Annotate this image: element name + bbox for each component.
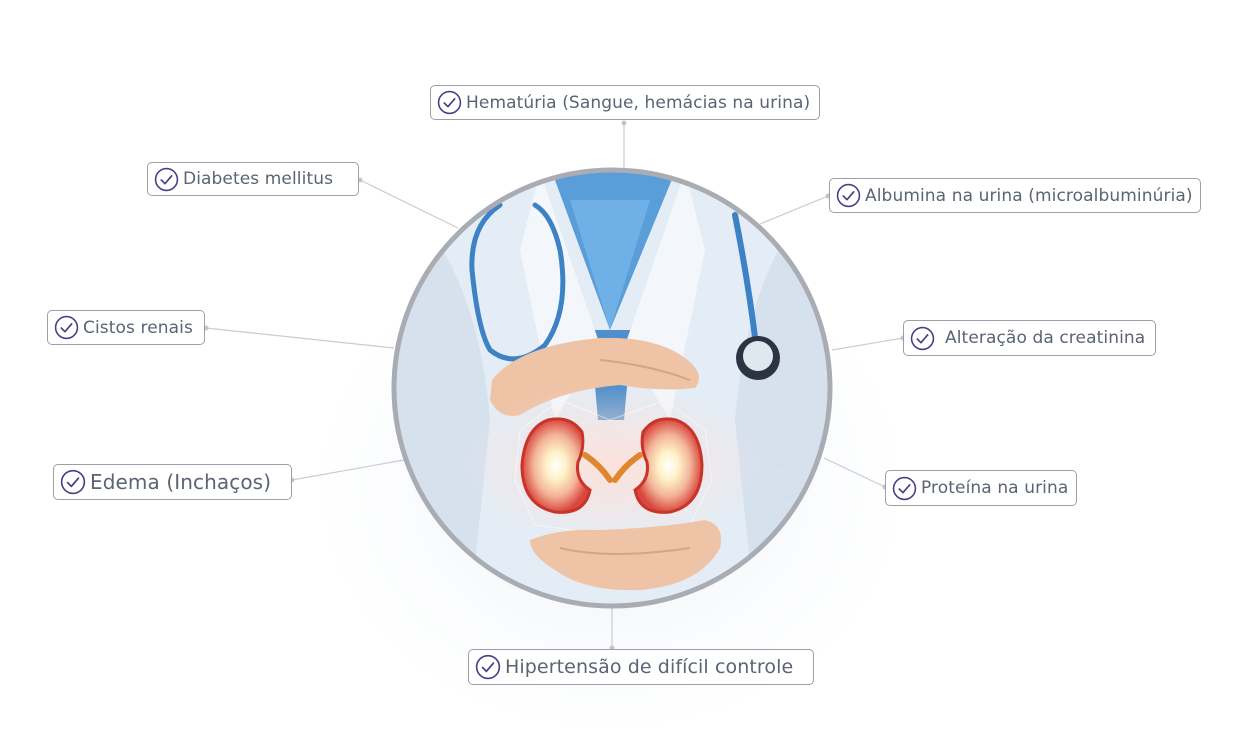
item-hematuria: Hematúria (Sangue, hemácias na urina) <box>430 85 820 120</box>
check-circle-icon <box>154 167 179 191</box>
item-proteina: Proteína na urina <box>885 470 1077 506</box>
check-circle-icon <box>437 90 462 115</box>
connector-creatinina <box>831 337 904 351</box>
connector-cistos <box>205 327 395 349</box>
item-creatinina: Alteração da creatinina <box>903 320 1156 356</box>
check-circle-icon <box>892 476 917 500</box>
item-hipertensao: Hipertensão de difícil controle <box>468 649 814 685</box>
connector-edema <box>291 459 405 481</box>
item-edema: Edema (Inchaços) <box>53 464 292 500</box>
item-label: Cistos renais <box>83 317 193 338</box>
check-circle-icon <box>54 315 79 340</box>
item-label: Hipertensão de difícil controle <box>505 656 794 678</box>
check-circle-icon <box>910 326 935 350</box>
item-cistos: Cistos renais <box>47 310 205 345</box>
kidneys-illustration <box>514 399 713 536</box>
item-label: Proteína na urina <box>921 478 1069 498</box>
item-albumina: Albumina na urina (microalbuminúria) <box>829 178 1201 213</box>
item-diabetes: Diabetes mellitus <box>147 162 359 196</box>
photo-frame <box>391 167 833 609</box>
item-label: Alteração da creatinina <box>945 328 1146 348</box>
check-circle-icon <box>60 469 86 495</box>
connector-diabetes <box>359 179 459 229</box>
connector-albumina <box>759 195 829 225</box>
item-label: Diabetes mellitus <box>183 169 334 189</box>
item-label: Hematúria (Sangue, hemácias na urina) <box>466 92 811 113</box>
connector-proteina <box>823 457 886 488</box>
item-label: Albumina na urina (microalbuminúria) <box>865 185 1193 206</box>
check-circle-icon <box>836 183 861 208</box>
check-circle-icon <box>475 654 501 680</box>
item-label: Edema (Inchaços) <box>90 470 272 494</box>
